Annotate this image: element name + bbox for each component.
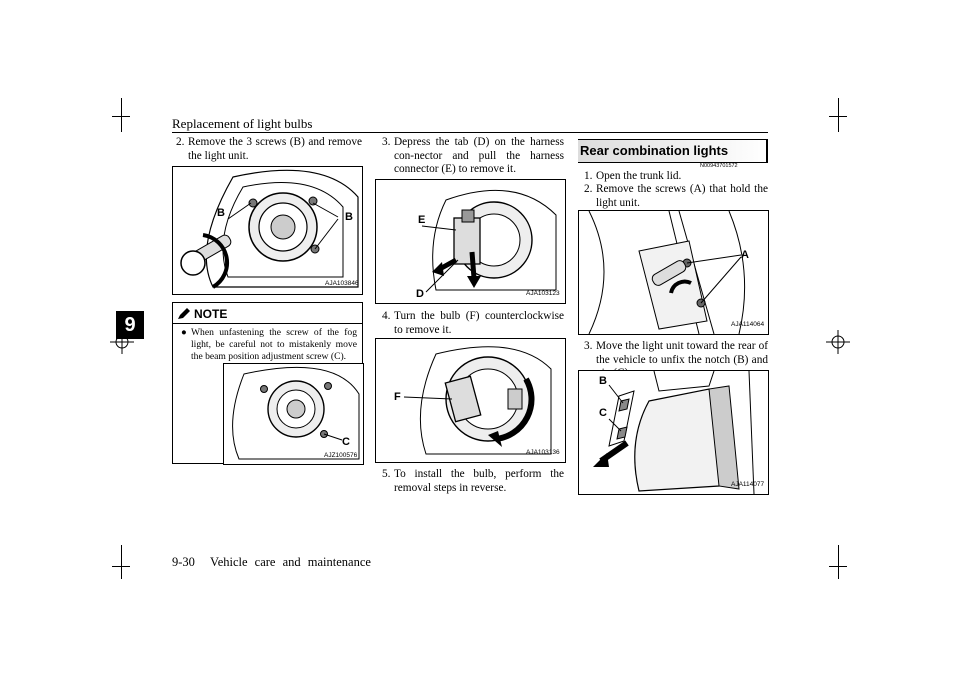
crop-mark (121, 98, 122, 132)
note-divider (173, 323, 362, 324)
step-5-text: 5. To install the bulb, perform the remo… (382, 468, 564, 494)
section-code: N00943701572 (700, 163, 738, 169)
page-number: 9-30 (172, 555, 195, 569)
header-rule (172, 132, 768, 133)
callout-a: A (741, 249, 749, 261)
step-3-text: 3. Depress the tab (D) on the harness co… (382, 136, 564, 176)
callout-c: C (599, 407, 607, 419)
figure-code: AJZ100576 (324, 452, 358, 459)
figure-code: AJA103846 (325, 280, 359, 287)
figure-code: AJA114077 (731, 481, 765, 488)
bullet-icon: ● (181, 327, 187, 338)
page-footer: 9-30 Vehicle care and maintenance (172, 555, 371, 570)
figure-code: AJA103123 (526, 290, 560, 297)
callout-c: C (342, 436, 350, 448)
figure-code: AJA114064 (731, 321, 765, 328)
callout-b-left: B (217, 207, 225, 219)
figure-fog-light-screws: B B AJA103846 (172, 166, 363, 295)
figure-bulb-removal: F AJA103136 (375, 338, 566, 463)
figure-beam-adjust-screw: C AJZ100576 (223, 363, 364, 465)
rear-light-illustration (588, 211, 746, 334)
callout-b-right: B (345, 211, 353, 223)
crop-mark (838, 98, 839, 132)
fog-light-illustration (232, 366, 360, 460)
note-box: NOTE ● When unfastening the screw of the… (172, 302, 364, 465)
fog-light-illustration (180, 169, 359, 289)
chapter-tab: 9 (116, 311, 144, 339)
step-2-text: 2. Remove the screws (A) that hold the l… (584, 183, 768, 209)
note-heading: NOTE (177, 307, 227, 321)
figure-code: AJA103136 (526, 449, 560, 456)
section-title: Rear combination lights (578, 139, 767, 163)
figure-harness-connector: E D AJA103123 (375, 179, 566, 304)
registration-mark (826, 330, 850, 354)
note-text: ● When unfastening the screw of the fog … (181, 327, 357, 362)
step-3-text: 3. Move the light unit toward the rear o… (584, 340, 768, 379)
crop-mark (121, 545, 122, 579)
crop-mark (112, 116, 130, 117)
step-4-text: 4. Turn the bulb (F) counterclockwise to… (382, 310, 564, 336)
figure-rear-light-screws: A AJA114064 (578, 210, 769, 335)
step-2-text: 2. Remove the 3 screws (B) and remove th… (176, 136, 362, 162)
callout-e: E (418, 214, 426, 226)
crop-mark (829, 566, 847, 567)
callout-f: F (394, 391, 401, 403)
crop-mark (838, 545, 839, 579)
crop-mark (829, 116, 847, 117)
figure-rear-light-unfix: B C AJA114077 (578, 370, 769, 495)
bulb-illustration (403, 346, 552, 455)
step-1-text: 1. Open the trunk lid. (584, 170, 682, 182)
footer-section: Vehicle care and maintenance (210, 555, 371, 569)
callout-d: D (416, 288, 424, 300)
page-header-title: Replacement of light bulbs (172, 116, 313, 131)
crop-mark (112, 566, 130, 567)
pencil-icon (178, 308, 190, 319)
rear-light-illustration (593, 371, 755, 494)
section-title-bar (766, 139, 768, 163)
callout-b: B (599, 375, 607, 387)
harness-connector-illustration (421, 189, 557, 293)
